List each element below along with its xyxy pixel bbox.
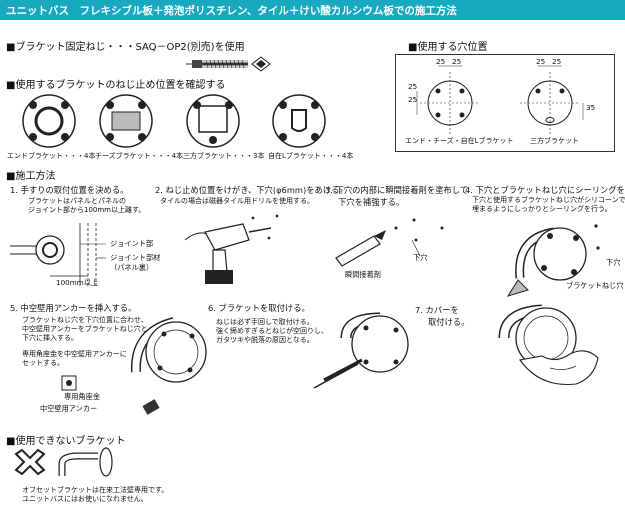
step4-heading: 4. 下穴とブラケットねじ穴にシーリングを行う。 — [465, 185, 625, 195]
method-heading: ■施工方法 — [6, 171, 56, 182]
hole-caption-left: エンド・チーズ・自在Lブラケット — [405, 137, 514, 145]
step1-heading: 1. 手すりの取付位置を決める。 — [10, 185, 129, 195]
washer-icon — [61, 375, 77, 391]
step5-note: 中空壁用アンカーをブラケットねじ穴と — [22, 325, 148, 333]
step6-note: ガタツキや脱落の原因となる。 — [216, 336, 314, 344]
step7-heading: 7. カバーを — [415, 305, 459, 315]
step5-note: 下穴に挿入する。 — [22, 334, 78, 342]
hole-positions-box — [395, 54, 615, 152]
holes-heading: ■使用する穴位置 — [408, 42, 488, 53]
step1-note: ジョイント部から100mm以上離す。 — [28, 206, 146, 214]
unusable-note: オフセットブラケットは在来工法壁専用です。 — [22, 486, 169, 494]
label-member: ジョイント部材 — [110, 253, 161, 262]
step6-heading: 6. ブラケットを取付ける。 — [208, 303, 310, 313]
step2-note: タイルの場合は磁器タイル用ドリルを使用する。 — [160, 197, 314, 205]
step5-note: セットする。 — [22, 359, 64, 367]
cross-icon — [14, 448, 46, 476]
step1-illustration — [10, 223, 106, 286]
bracket-mount-illustration — [313, 312, 409, 389]
dim-label: 25 — [552, 57, 562, 66]
label-distance: 100mm以上 — [56, 278, 99, 287]
hole-caption-right: 三方ブラケット — [530, 137, 579, 145]
step4-note: 下穴と使用するブラケットねじ穴がシリコーンで — [472, 196, 625, 204]
step6-note: 強く締めすぎるとねじが空回りし、 — [216, 327, 328, 335]
free-l-bracket-icon — [272, 94, 326, 148]
dim-label: 25 — [536, 57, 546, 66]
bracket-label-end: エンドブラケット・・・4本 — [7, 152, 96, 160]
screw-pos-heading: ■使用するブラケットのねじ止め位置を確認する — [6, 80, 226, 91]
step7-heading: 取付ける。 — [428, 317, 470, 327]
screw-illustration — [186, 56, 271, 72]
step5-note: 専用角座金を中空壁用アンカーに — [22, 350, 127, 358]
label-member: （パネル裏） — [110, 263, 154, 272]
dim-label: 25 — [408, 95, 418, 104]
page-title: ユニットバス フレキシブル板＋発泡ポリスチレン、タイル＋けい酸カルシウム板での施… — [6, 5, 457, 17]
end-bracket-icon — [22, 94, 76, 148]
dim-label: 25 — [452, 57, 462, 66]
step5-heading: 5. 中空壁用アンカーを挿入する。 — [10, 303, 137, 313]
bracket-label-cheese: チーズブラケット・・・4本 — [95, 152, 184, 160]
label-hole: 下穴 — [606, 258, 621, 267]
cover-illustration — [498, 304, 599, 386]
hole-positions-diagram — [416, 65, 584, 134]
label-hole: 下穴 — [413, 253, 428, 262]
bracket-label-three-way: 三方ブラケット・・・3本 — [183, 152, 265, 160]
label-anchor: 中空壁用アンカー — [40, 404, 98, 413]
step5-note: ブラケットねじ穴を下穴位置に合わせ、 — [22, 316, 148, 324]
step6-note: ねじは必ず手回しで取付ける。 — [216, 318, 314, 326]
label-glue: 瞬間接着剤 — [345, 270, 381, 279]
dim-label: 25 — [436, 57, 446, 66]
step3-heading: 3. 下穴の内部に瞬間接着剤を塗布して — [325, 185, 469, 195]
label-bracket-hole: ブラケットねじ穴 — [566, 281, 624, 290]
label-washer: 専用角座金 — [64, 392, 100, 401]
three-way-bracket-icon — [186, 94, 240, 148]
cheese-bracket-icon — [99, 94, 153, 148]
screw-heading: ■ブラケット固定ねじ・・・SAQ－OP2(別売)を使用 — [6, 42, 245, 53]
step1-note: ブラケットはパネルとパネルの — [28, 197, 126, 205]
bracket-label-free-l: 自在Lブラケット・・・4本 — [268, 152, 354, 160]
glue-illustration — [335, 218, 444, 267]
unusable-illustration — [14, 447, 113, 477]
anchor-illustration — [130, 317, 207, 415]
unusable-note: ユニットバスにはお使いになれません。 — [22, 495, 148, 503]
step2-heading: 2. ねじ止め位置をけがき、下穴(φ6mm)をあける。 — [155, 185, 348, 195]
label-joint: ジョイント部 — [110, 239, 154, 248]
step4-note: 埋まるようにしっかりとシーリングを行う。 — [472, 205, 612, 213]
unusable-heading: ■使用できないブラケット — [6, 436, 126, 447]
drill-illustration — [184, 214, 279, 284]
dim-label: 35 — [586, 103, 596, 112]
title-bar: ユニットバス フレキシブル板＋発泡ポリスチレン、タイル＋けい酸カルシウム板での施… — [0, 0, 625, 20]
dim-label: 25 — [408, 82, 418, 91]
sealing-illustration — [506, 224, 600, 297]
step3-heading: 下穴を補強する。 — [338, 197, 405, 207]
